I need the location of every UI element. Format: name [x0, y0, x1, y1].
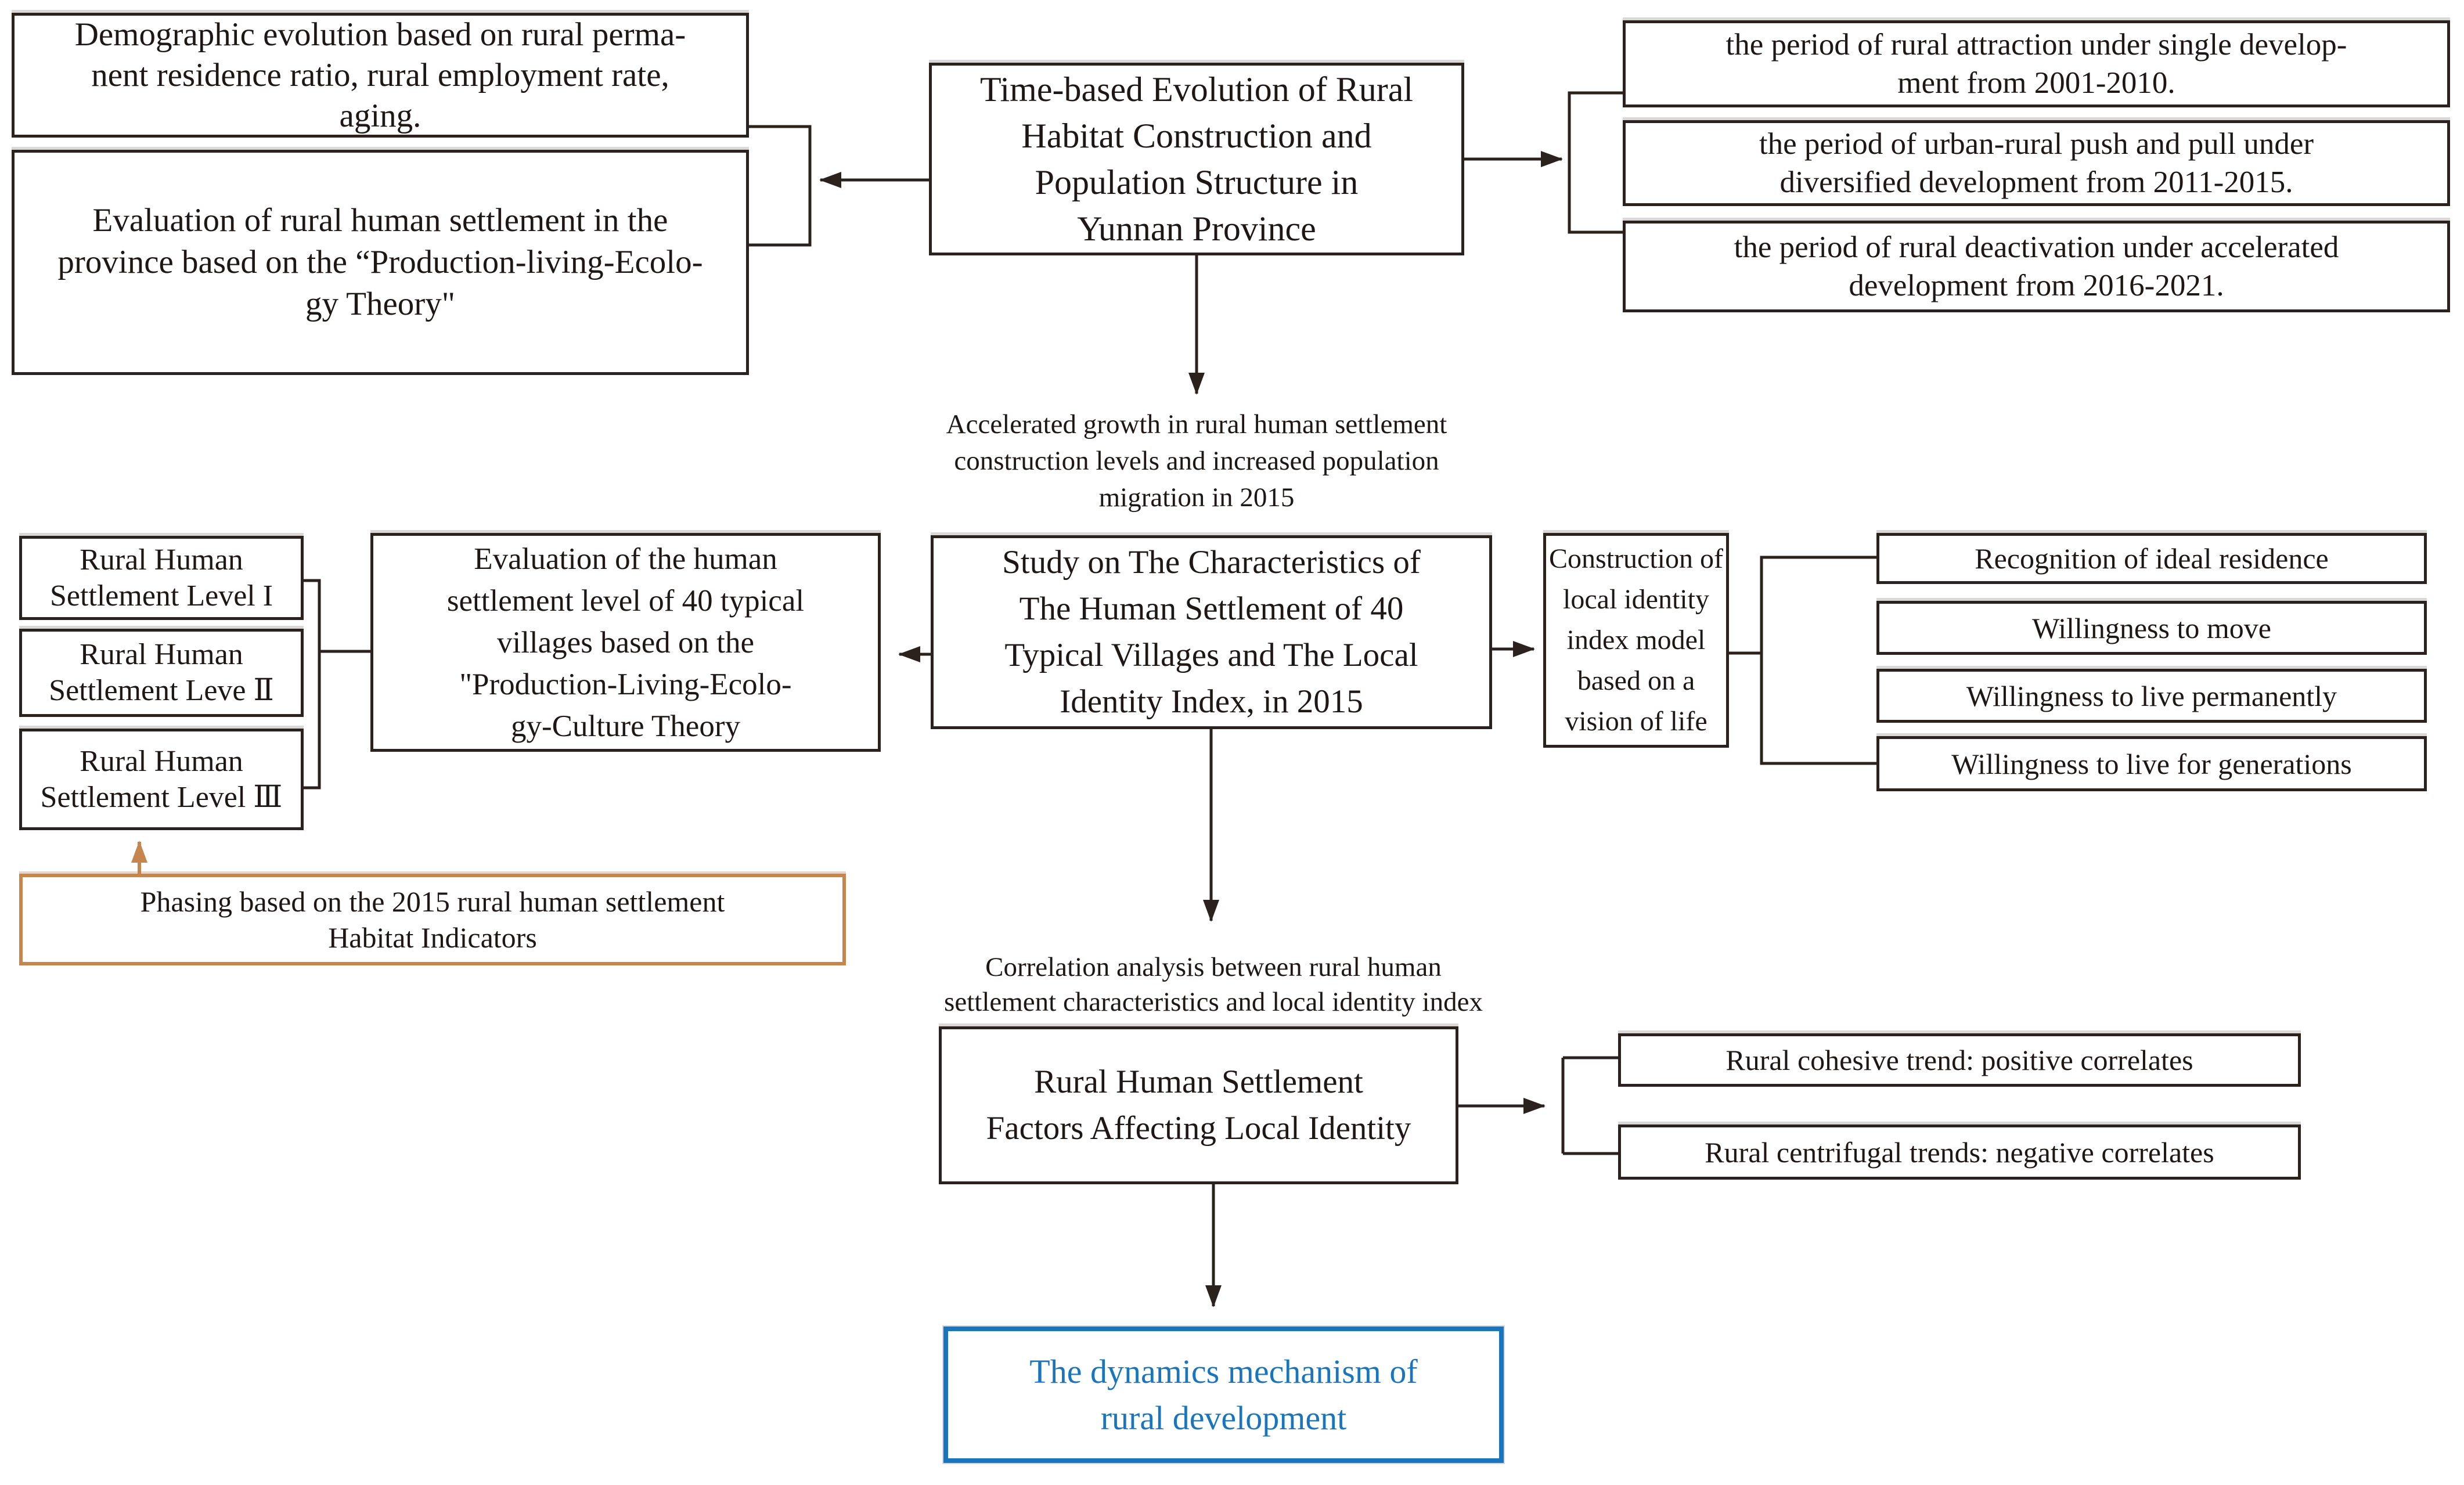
- note-accelerated-growth: Accelerated growth in rural human settle…: [946, 409, 1447, 513]
- note-correlation-analysis: Correlation analysis between rural human…: [944, 952, 1483, 1017]
- box-dynamics-mechanism: The dynamics mechanism of rural developm…: [943, 1327, 1504, 1463]
- bracket-correlates: [1561, 1056, 1618, 1155]
- box-factors-local-identity: Rural Human Settlement Factors Affecting…: [939, 1026, 1458, 1184]
- box-time-based-evolution: Time-based Evolution of Rural Habitat Co…: [929, 63, 1464, 255]
- box-willingness-permanent: Willingness to live permanently: [1876, 669, 2427, 723]
- box-period-push-pull: the period of urban-rural push and pull …: [1623, 120, 2450, 206]
- box-settlement-level-3: Rural Human Settlement Level Ⅲ: [19, 729, 304, 830]
- box-cohesive-positive: Rural cohesive trend: positive correlate…: [1618, 1033, 2301, 1087]
- box-study-characteristics: Study on The Characteristics of The Huma…: [931, 535, 1492, 729]
- box-period-attraction: the period of rural attraction under sin…: [1623, 20, 2450, 107]
- box-construction-index: Construction of local identity index mod…: [1543, 533, 1729, 748]
- box-settlement-level-1: Rural Human Settlement Level I: [19, 536, 304, 620]
- box-evaluation-province: Evaluation of rural human settlement in …: [12, 150, 749, 375]
- bracket-willingness: [1760, 556, 1876, 765]
- box-recognition-residence: Recognition of ideal residence: [1876, 533, 2427, 584]
- box-settlement-level-2: Rural Human Settlement Leve Ⅱ: [19, 629, 304, 717]
- box-demographic-evolution: Demographic evolution based on rural per…: [12, 13, 749, 138]
- box-willingness-generations: Willingness to live for generations: [1876, 736, 2427, 791]
- bracket-top-right: [1568, 91, 1623, 234]
- bracket-levels: [304, 579, 321, 790]
- box-willingness-move: Willingness to move: [1876, 601, 2427, 655]
- box-evaluation-villages: Evaluation of the human settlement level…: [370, 533, 881, 752]
- box-phasing-indicators: Phasing based on the 2015 rural human se…: [19, 874, 846, 965]
- bracket-top-left: [749, 125, 812, 247]
- box-period-deactivation: the period of rural deactivation under a…: [1623, 221, 2450, 312]
- box-centrifugal-negative: Rural centrifugal trends: negative corre…: [1618, 1124, 2301, 1180]
